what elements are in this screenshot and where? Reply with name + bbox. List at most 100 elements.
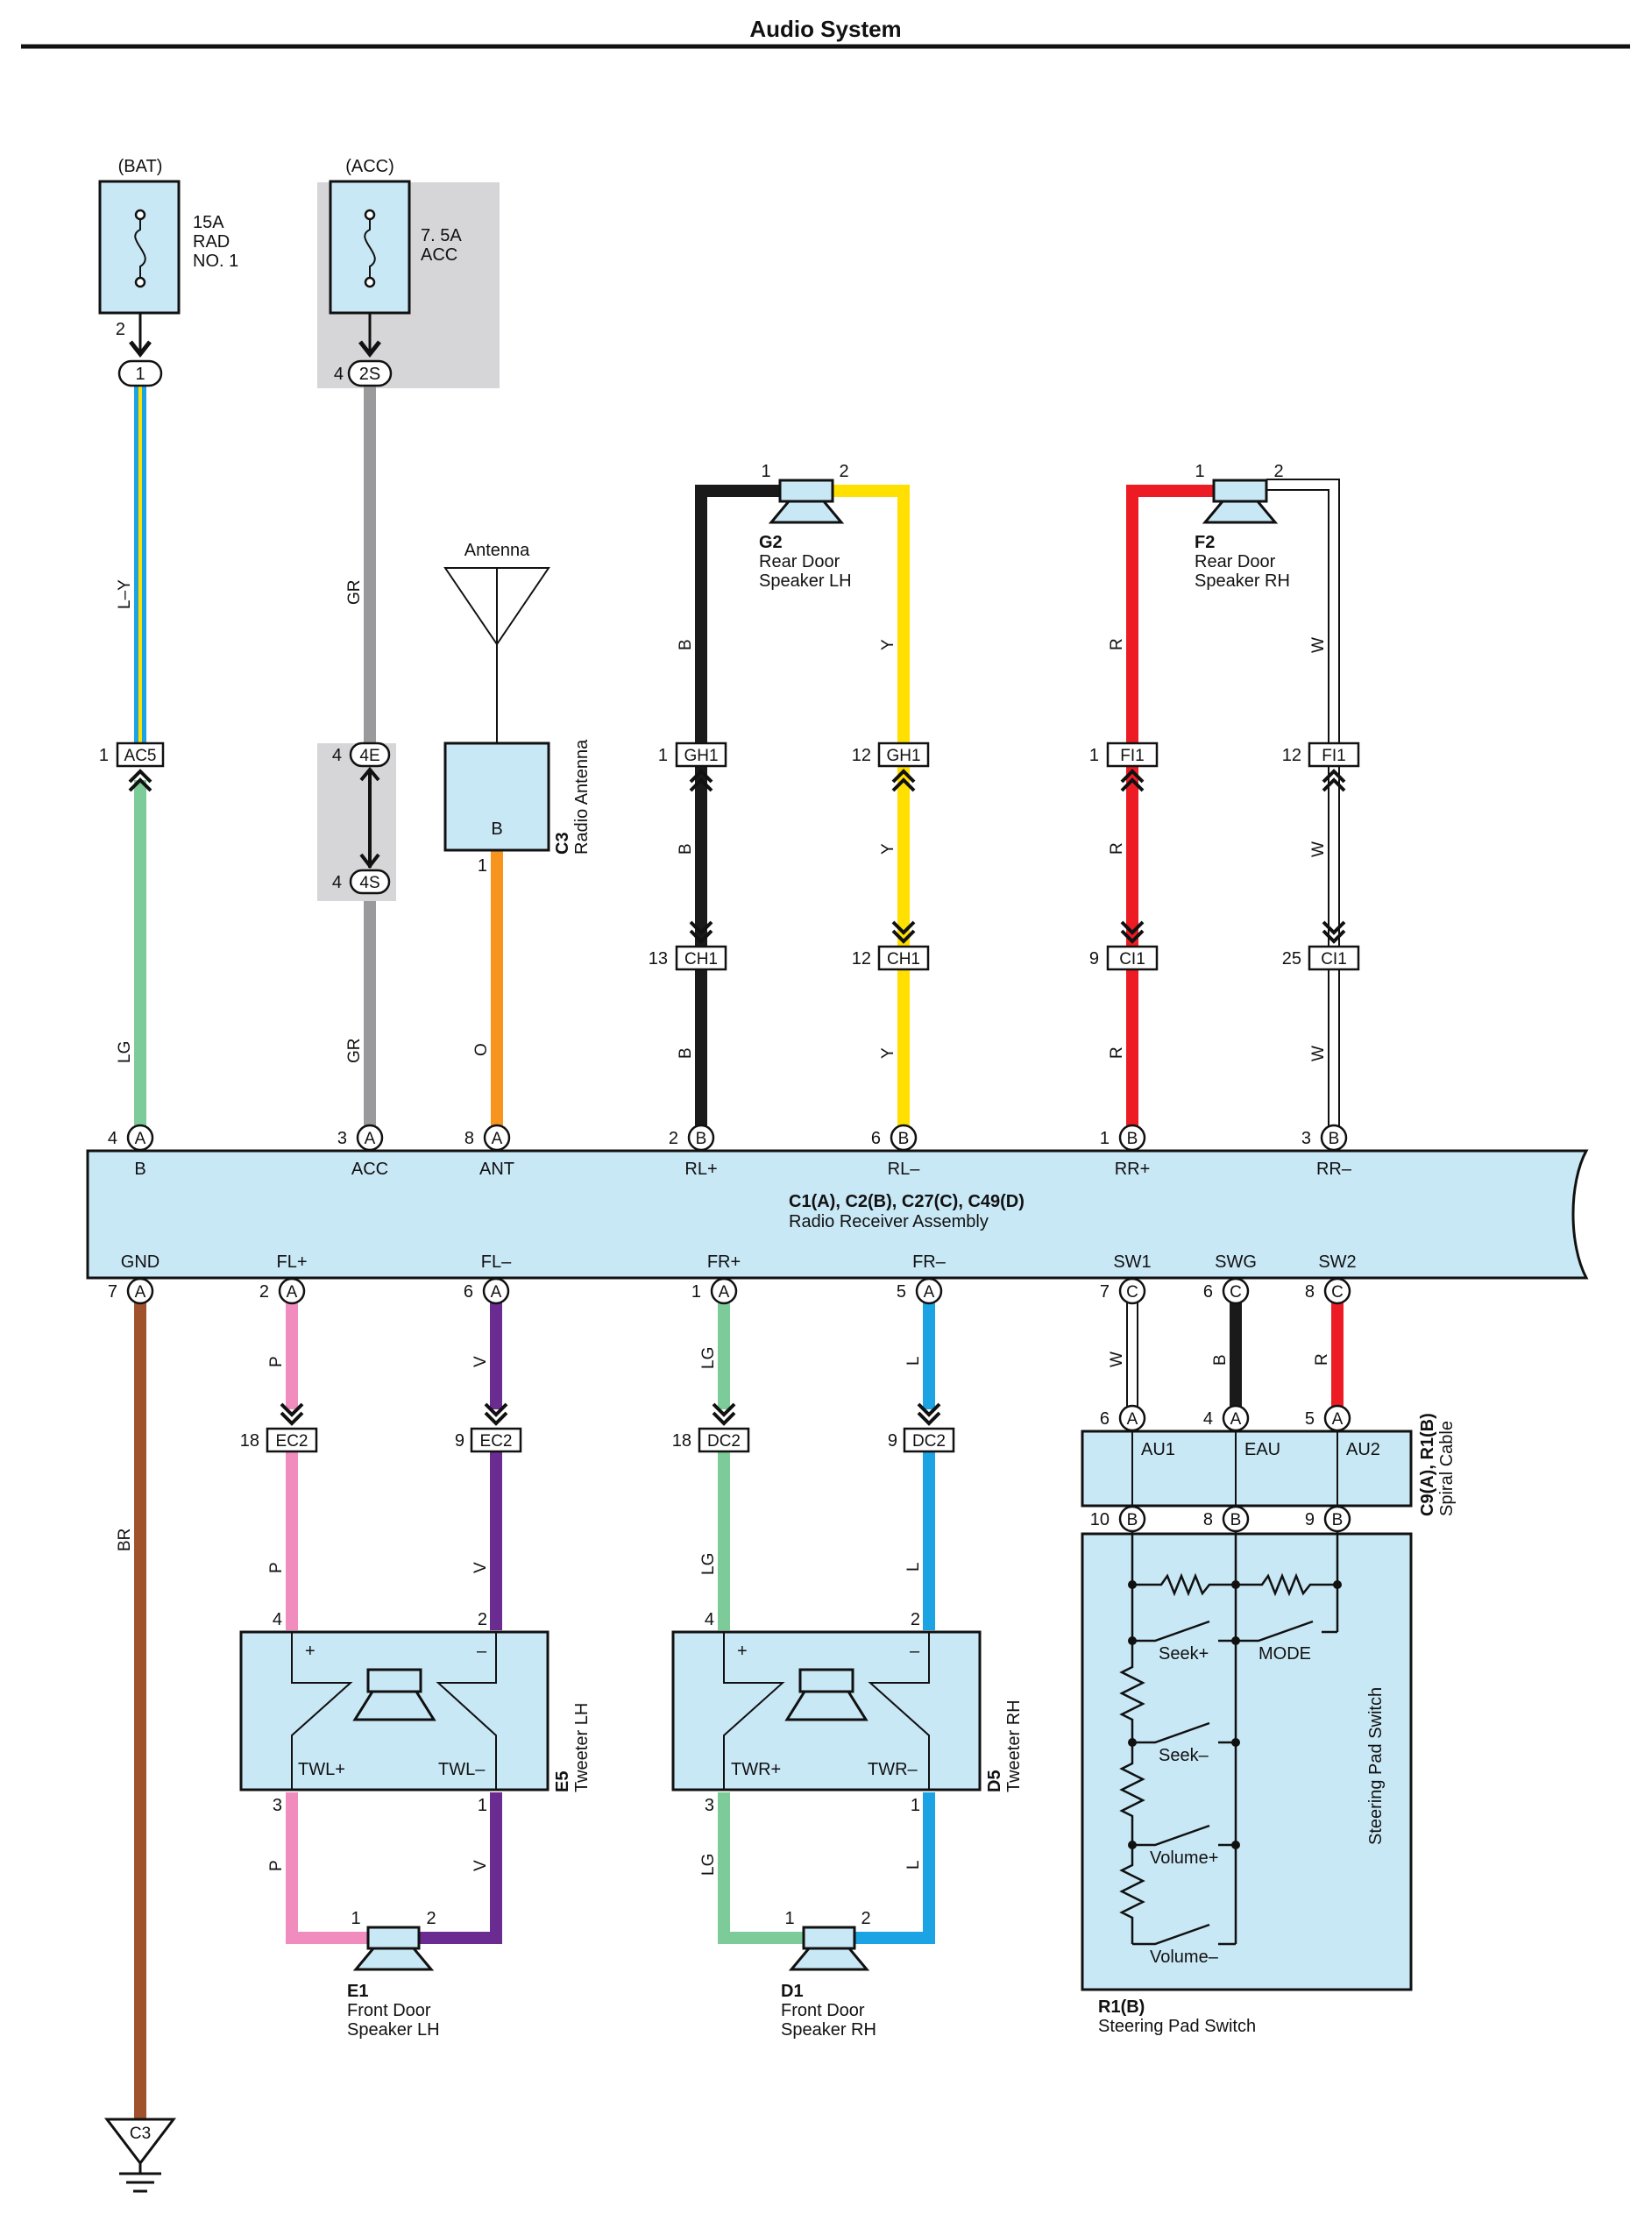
steering-pad-switch: Seek+ MODE Seek– Volume+ Volume– Steerin… [1081,1531,1413,2036]
receiver-bottom-pin-8-conn: C [1331,1283,1344,1302]
switch-volume-plus: Volume+ [1150,1848,1218,1868]
receiver-bottom-pin-8: SW2 C 8 [1305,1252,1357,1305]
front-speaker-lh-line1: Front Door [347,2001,431,2020]
bat-fuse-name-2: NO. 1 [193,252,238,271]
connector-ec2-a-pin: 18 [240,1431,259,1451]
connector-ac5-name: AC5 [124,747,157,765]
front-speaker-rh-line1: Front Door [781,2001,865,2020]
rear-speaker-rh-line1: Rear Door [1195,552,1276,571]
receiver-bottom-pin-4-num: 1 [691,1282,701,1302]
wire-p-fl-3 [286,1792,368,1944]
bat-supply-label: (BAT) [118,157,163,176]
receiver-top-pin-4-conn: B [696,1130,707,1148]
receiver-top-pin-3-circle [483,1124,511,1152]
ground-triangle-icon [103,2118,177,2166]
wire-label-l-1: L [904,1356,923,1366]
antenna-box [443,741,550,852]
steering-pad-name: Steering Pad Switch [1098,2017,1256,2036]
wire-label-gr-1: GR [345,580,364,606]
receiver-top-pin-3-label: ANT [479,1160,514,1179]
tweeter-lh-inner-icon [291,1632,497,1790]
tweeter-rh-minus: – [910,1642,920,1661]
spiral-bottom-pin-1: B 10 [1090,1505,1146,1533]
connector-ec2-a-name: EC2 [276,1432,308,1451]
tweeter-rh-pin-in-minus: 2 [911,1610,920,1629]
receiver-codes: C1(A), C2(B), C27(C), C49(D) [789,1192,1025,1211]
connector-ci1-a-name: CI1 [1119,950,1145,968]
receiver-bottom-pin-5-circle [915,1277,943,1305]
receiver-top-pin-7: B 3 RR– [1301,1124,1352,1179]
bat-fuse-pin: 2 [116,320,125,339]
tweeter-rh-code: D5 [985,1770,1004,1792]
acc-fuse-name: ACC [421,245,457,265]
chevron-fi1-a-icon [1120,769,1145,792]
spiral-bottom-pin-2-num: 8 [1203,1510,1213,1529]
tweeter-rh-out-minus: TWR– [868,1760,918,1779]
wire-v-fl-3 [419,1792,502,1944]
wire-label-br: BR [116,1529,134,1551]
wire-label-r-1: R [1108,638,1126,650]
receiver-bottom-pin-6-num: 7 [1100,1282,1110,1302]
receiver-bottom-pin-2-label: FL+ [276,1252,307,1272]
connector-gh1-b [877,741,930,768]
receiver-top-pin-4: B 2 RL+ [669,1124,718,1179]
spiral-top-pin-3: A 5 [1305,1404,1351,1432]
tweeter-lh-pin-out-minus: 1 [478,1796,487,1815]
antenna-code: C3 [553,832,572,855]
switch-seek-plus: Seek+ [1159,1644,1209,1664]
connector-dc2-a [698,1427,750,1453]
junction-arrow-up-icon [359,766,380,782]
radio-receiver-box [86,1149,1589,1280]
connector-gh1-a [675,741,727,768]
tweeter-rh-pin-out-plus: 3 [705,1796,714,1815]
steering-node-3 [1333,1580,1342,1589]
connector-ch1-a [675,945,727,971]
connector-ac5-pin: 1 [99,746,109,765]
connector-ci1-a-pin: 9 [1089,949,1099,968]
chevron-ci1-b-icon [1322,920,1346,944]
steering-pad-inner-label: Steering Pad Switch [1366,1687,1386,1845]
wire-label-l-2: L [904,1562,923,1572]
receiver-bottom-pin-3-conn: A [491,1283,502,1302]
chevron-dc2-b-icon [917,1402,941,1426]
ground-lines-icon [119,2163,161,2193]
connector-fi1-b [1308,741,1360,768]
connector-4s-pin: 4 [332,873,342,892]
steering-node-7 [1231,1738,1240,1747]
steering-pad-circuit-icon [1119,1531,1339,1946]
rear-speaker-lh-icon [768,479,845,524]
steering-node-8 [1128,1841,1137,1849]
switch-seek-minus: Seek– [1159,1746,1209,1765]
receiver-bottom-pin-2-circle [278,1277,306,1305]
receiver-bottom-pin-3: FL– A 6 [464,1252,512,1305]
receiver-bottom-pin-7-circle [1222,1277,1250,1305]
receiver-bottom-pin-8-circle [1323,1277,1351,1305]
front-speaker-lh-line2: Speaker LH [347,2020,440,2040]
receiver-top-pin-7-conn: B [1329,1130,1340,1148]
bat-fuse-dot-bottom [134,276,146,288]
connector-ci1-b-name: CI1 [1321,950,1347,968]
chevron-dc2-a-icon [712,1402,736,1426]
wire-label-l-3: L [904,1860,923,1870]
receiver-top-pin-2: A 3 ACC [337,1124,388,1179]
front-speaker-lh-icon [352,1926,435,1971]
tweeter-rh-pin-in-plus: 4 [705,1610,714,1629]
front-speaker-rh-icon [788,1926,870,1971]
wire-label-p-2: P [267,1562,286,1573]
wire-label-p-3: P [267,1860,286,1871]
wire-label-o: O [472,1043,491,1056]
receiver-top-pin-6-conn: B [1127,1130,1138,1148]
tweeter-lh-out-plus: TWL+ [298,1760,345,1779]
receiver-top-pin-2-label: ACC [351,1160,388,1179]
receiver-bottom-pin-4-label: FR+ [707,1252,741,1272]
rear-speaker-lh-pin1: 1 [761,462,770,481]
rear-speaker-rh-code: F2 [1195,533,1215,552]
bat-connector-label: 1 [135,365,145,384]
chevron-ac5-icon [128,769,152,792]
acc-fuse-dot-bottom [364,276,376,288]
wire-label-w-sw1: W [1108,1352,1126,1367]
connector-4e [349,741,391,768]
bat-connector [117,359,163,387]
receiver-bottom-pin-7-num: 6 [1203,1282,1213,1302]
